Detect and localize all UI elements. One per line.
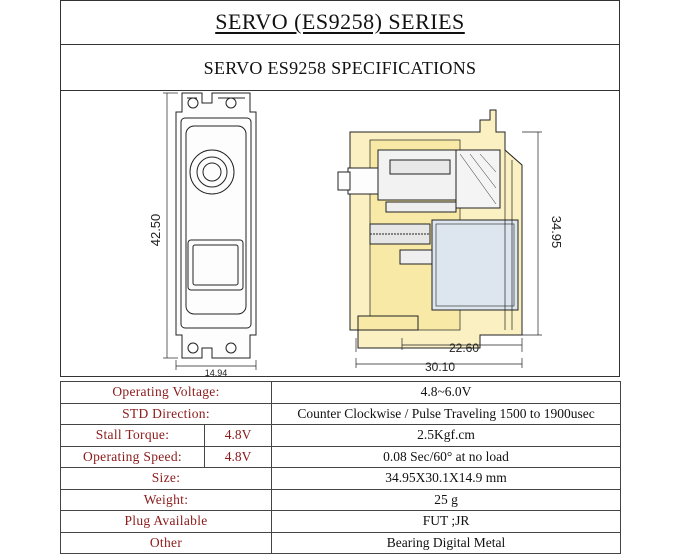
dim-label-height: 42.50 bbox=[148, 214, 163, 247]
specs-table: Operating Voltage: 4.8~6.0V STD Directio… bbox=[59, 381, 622, 554]
spec-label: Stall Torque: bbox=[60, 424, 205, 447]
spec-label: Operating Speed: bbox=[60, 445, 205, 468]
spec-value: 34.95X30.1X14.9 mm bbox=[271, 467, 622, 490]
spec-sub-voltage: 4.8V bbox=[203, 445, 273, 468]
frame-divider-3 bbox=[60, 376, 620, 377]
dim-label-side-inner: 22.60 bbox=[449, 341, 479, 355]
spec-value: FUT ;JR bbox=[271, 510, 622, 533]
spec-label: Weight: bbox=[59, 488, 273, 511]
spec-value: 4.8~6.0V bbox=[271, 381, 622, 404]
spec-row-speed: Operating Speed: 4.8V 0.08 Sec/60° at no… bbox=[60, 445, 622, 468]
frame-left bbox=[60, 0, 61, 377]
frame-divider-2 bbox=[60, 90, 620, 91]
spec-label: Plug Available bbox=[59, 510, 273, 533]
front-dimensions bbox=[163, 92, 257, 370]
servo-technical-drawing: 42.50 14.94 34.95 22.60 30.10 bbox=[148, 92, 564, 377]
spec-label: Operating Voltage: bbox=[59, 381, 273, 404]
spec-row-other: Other Bearing Digital Metal bbox=[59, 531, 622, 554]
spec-value: Counter Clockwise / Pulse Traveling 1500… bbox=[271, 402, 622, 425]
spec-row-direction: STD Direction: Counter Clockwise / Pulse… bbox=[59, 402, 622, 425]
spec-label: STD Direction: bbox=[59, 402, 273, 425]
spec-row-weight: Weight: 25 g bbox=[59, 488, 622, 511]
spec-label: Size: bbox=[59, 467, 273, 490]
side-view bbox=[337, 109, 523, 349]
frame-top bbox=[60, 0, 620, 1]
spec-row-torque: Stall Torque: 4.8V 2.5Kgf.cm bbox=[60, 424, 622, 447]
page-subtitle: SERVO ES9258 SPECIFICATIONS bbox=[203, 57, 477, 78]
spec-row-plug: Plug Available FUT ;JR bbox=[59, 510, 622, 533]
spec-value: 2.5Kgf.cm bbox=[271, 424, 622, 447]
spec-label: Other bbox=[59, 531, 273, 554]
side-dimensions bbox=[355, 131, 542, 368]
frame-right bbox=[619, 0, 620, 377]
spec-value: 25 g bbox=[271, 488, 622, 511]
spec-row-size: Size: 34.95X30.1X14.9 mm bbox=[59, 467, 622, 490]
dim-label-side-height: 34.95 bbox=[549, 216, 564, 249]
dim-label-side-total: 30.10 bbox=[425, 360, 455, 374]
frame-divider-1 bbox=[60, 44, 620, 45]
spec-sub-voltage: 4.8V bbox=[203, 424, 273, 447]
spec-row-voltage: Operating Voltage: 4.8~6.0V bbox=[59, 381, 622, 404]
spec-value: 0.08 Sec/60° at no load bbox=[271, 445, 622, 468]
dim-label-front-width: 14.94 bbox=[205, 368, 228, 377]
page-title: SERVO (ES9258) SERIES bbox=[215, 9, 465, 34]
spec-value: Bearing Digital Metal bbox=[271, 531, 622, 554]
front-view bbox=[175, 92, 257, 359]
